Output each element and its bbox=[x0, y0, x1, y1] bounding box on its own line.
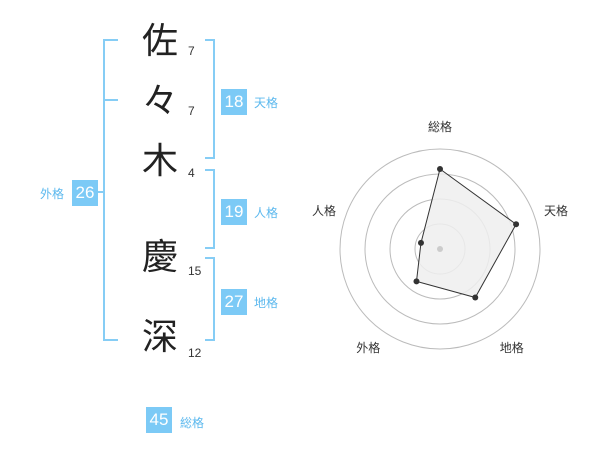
radar-point-4 bbox=[417, 239, 424, 246]
radar-point-1 bbox=[513, 221, 520, 228]
chikaku-badge: 27 bbox=[221, 289, 247, 315]
jinkaku-bracket bbox=[205, 169, 215, 249]
radar-point-2 bbox=[472, 294, 479, 301]
name-char-4: 慶 bbox=[141, 237, 178, 278]
soukaku-badge: 45 bbox=[146, 407, 172, 433]
radar-axis-label-gaikaku: 外格 bbox=[356, 340, 381, 355]
gaikaku-badge: 26 bbox=[72, 180, 98, 206]
tenkaku-label: 天格 bbox=[254, 96, 279, 110]
gaikaku-label: 外格 bbox=[40, 187, 65, 201]
tenkaku-bracket bbox=[205, 39, 215, 159]
radar-point-3 bbox=[413, 278, 420, 285]
chikaku-bracket bbox=[205, 257, 215, 341]
name-char-3: 木 bbox=[141, 141, 178, 182]
radar-axis-label-jinkaku: 人格 bbox=[311, 204, 336, 219]
stroke-count-3: 4 bbox=[188, 166, 195, 180]
name-char-1: 佐 bbox=[141, 21, 178, 62]
stroke-count-4: 15 bbox=[188, 264, 202, 278]
radar-center-dot bbox=[437, 246, 443, 252]
radar-axis-label-soukaku: 総格 bbox=[428, 120, 453, 134]
radar-axis-label-tenkaku: 天格 bbox=[544, 204, 569, 219]
jinkaku-badge: 19 bbox=[221, 199, 247, 225]
radar-point-0 bbox=[437, 166, 443, 172]
radar-axis-label-chikaku: 地格 bbox=[499, 340, 524, 355]
stroke-count-2: 7 bbox=[188, 104, 195, 118]
chikaku-label: 地格 bbox=[254, 296, 279, 310]
gaikaku-bracket bbox=[103, 39, 118, 341]
stroke-count-1: 7 bbox=[188, 44, 195, 58]
stroke-count-5: 12 bbox=[188, 346, 202, 360]
jinkaku-label: 人格 bbox=[254, 206, 279, 220]
tenkaku-badge: 18 bbox=[221, 89, 247, 115]
name-char-2: 々 bbox=[141, 81, 178, 122]
soukaku-label: 総格 bbox=[180, 416, 205, 430]
radar-area bbox=[415, 168, 517, 299]
radar-ring-4 bbox=[339, 148, 541, 350]
name-char-5: 深 bbox=[141, 317, 178, 358]
radar-points bbox=[413, 166, 520, 301]
